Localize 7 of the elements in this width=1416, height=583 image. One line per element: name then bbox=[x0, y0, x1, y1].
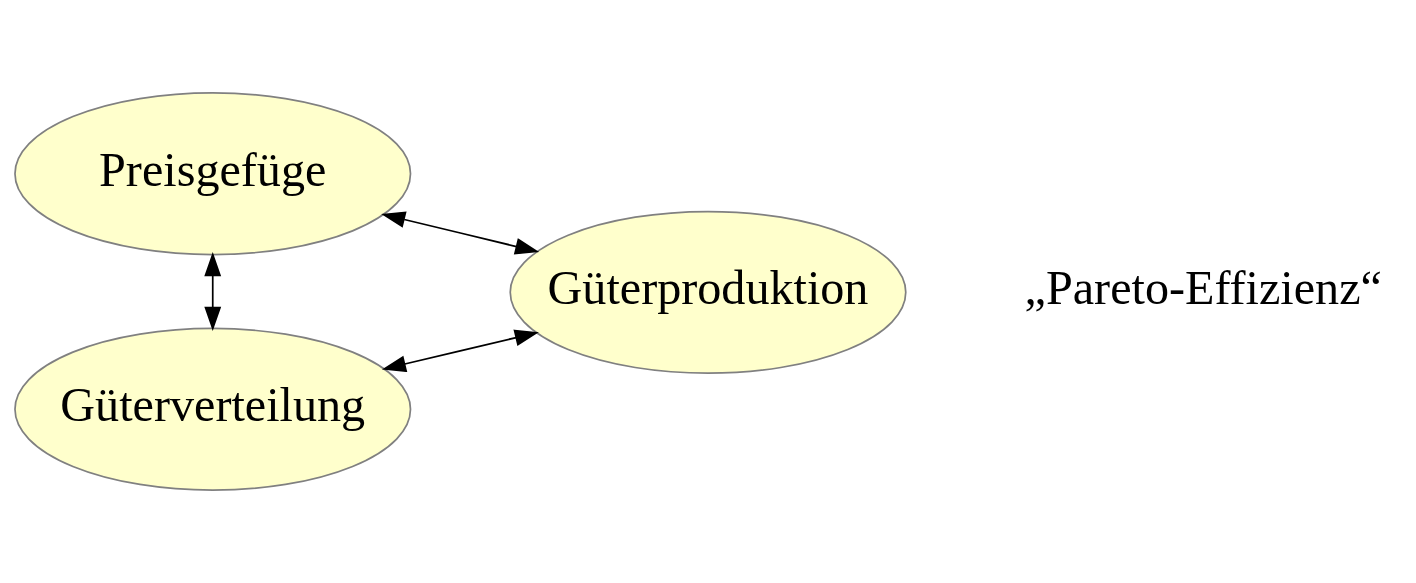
node-ellipse: Güterproduktion bbox=[509, 210, 907, 375]
node-ellipse: Preisgefüge bbox=[14, 92, 412, 256]
arrow bbox=[204, 252, 222, 331]
node-ellipse: Güterverteilung bbox=[14, 327, 412, 491]
arrow bbox=[381, 211, 540, 255]
arrow bbox=[381, 329, 539, 373]
label: „Pareto-Effizienz“ bbox=[1024, 261, 1382, 315]
